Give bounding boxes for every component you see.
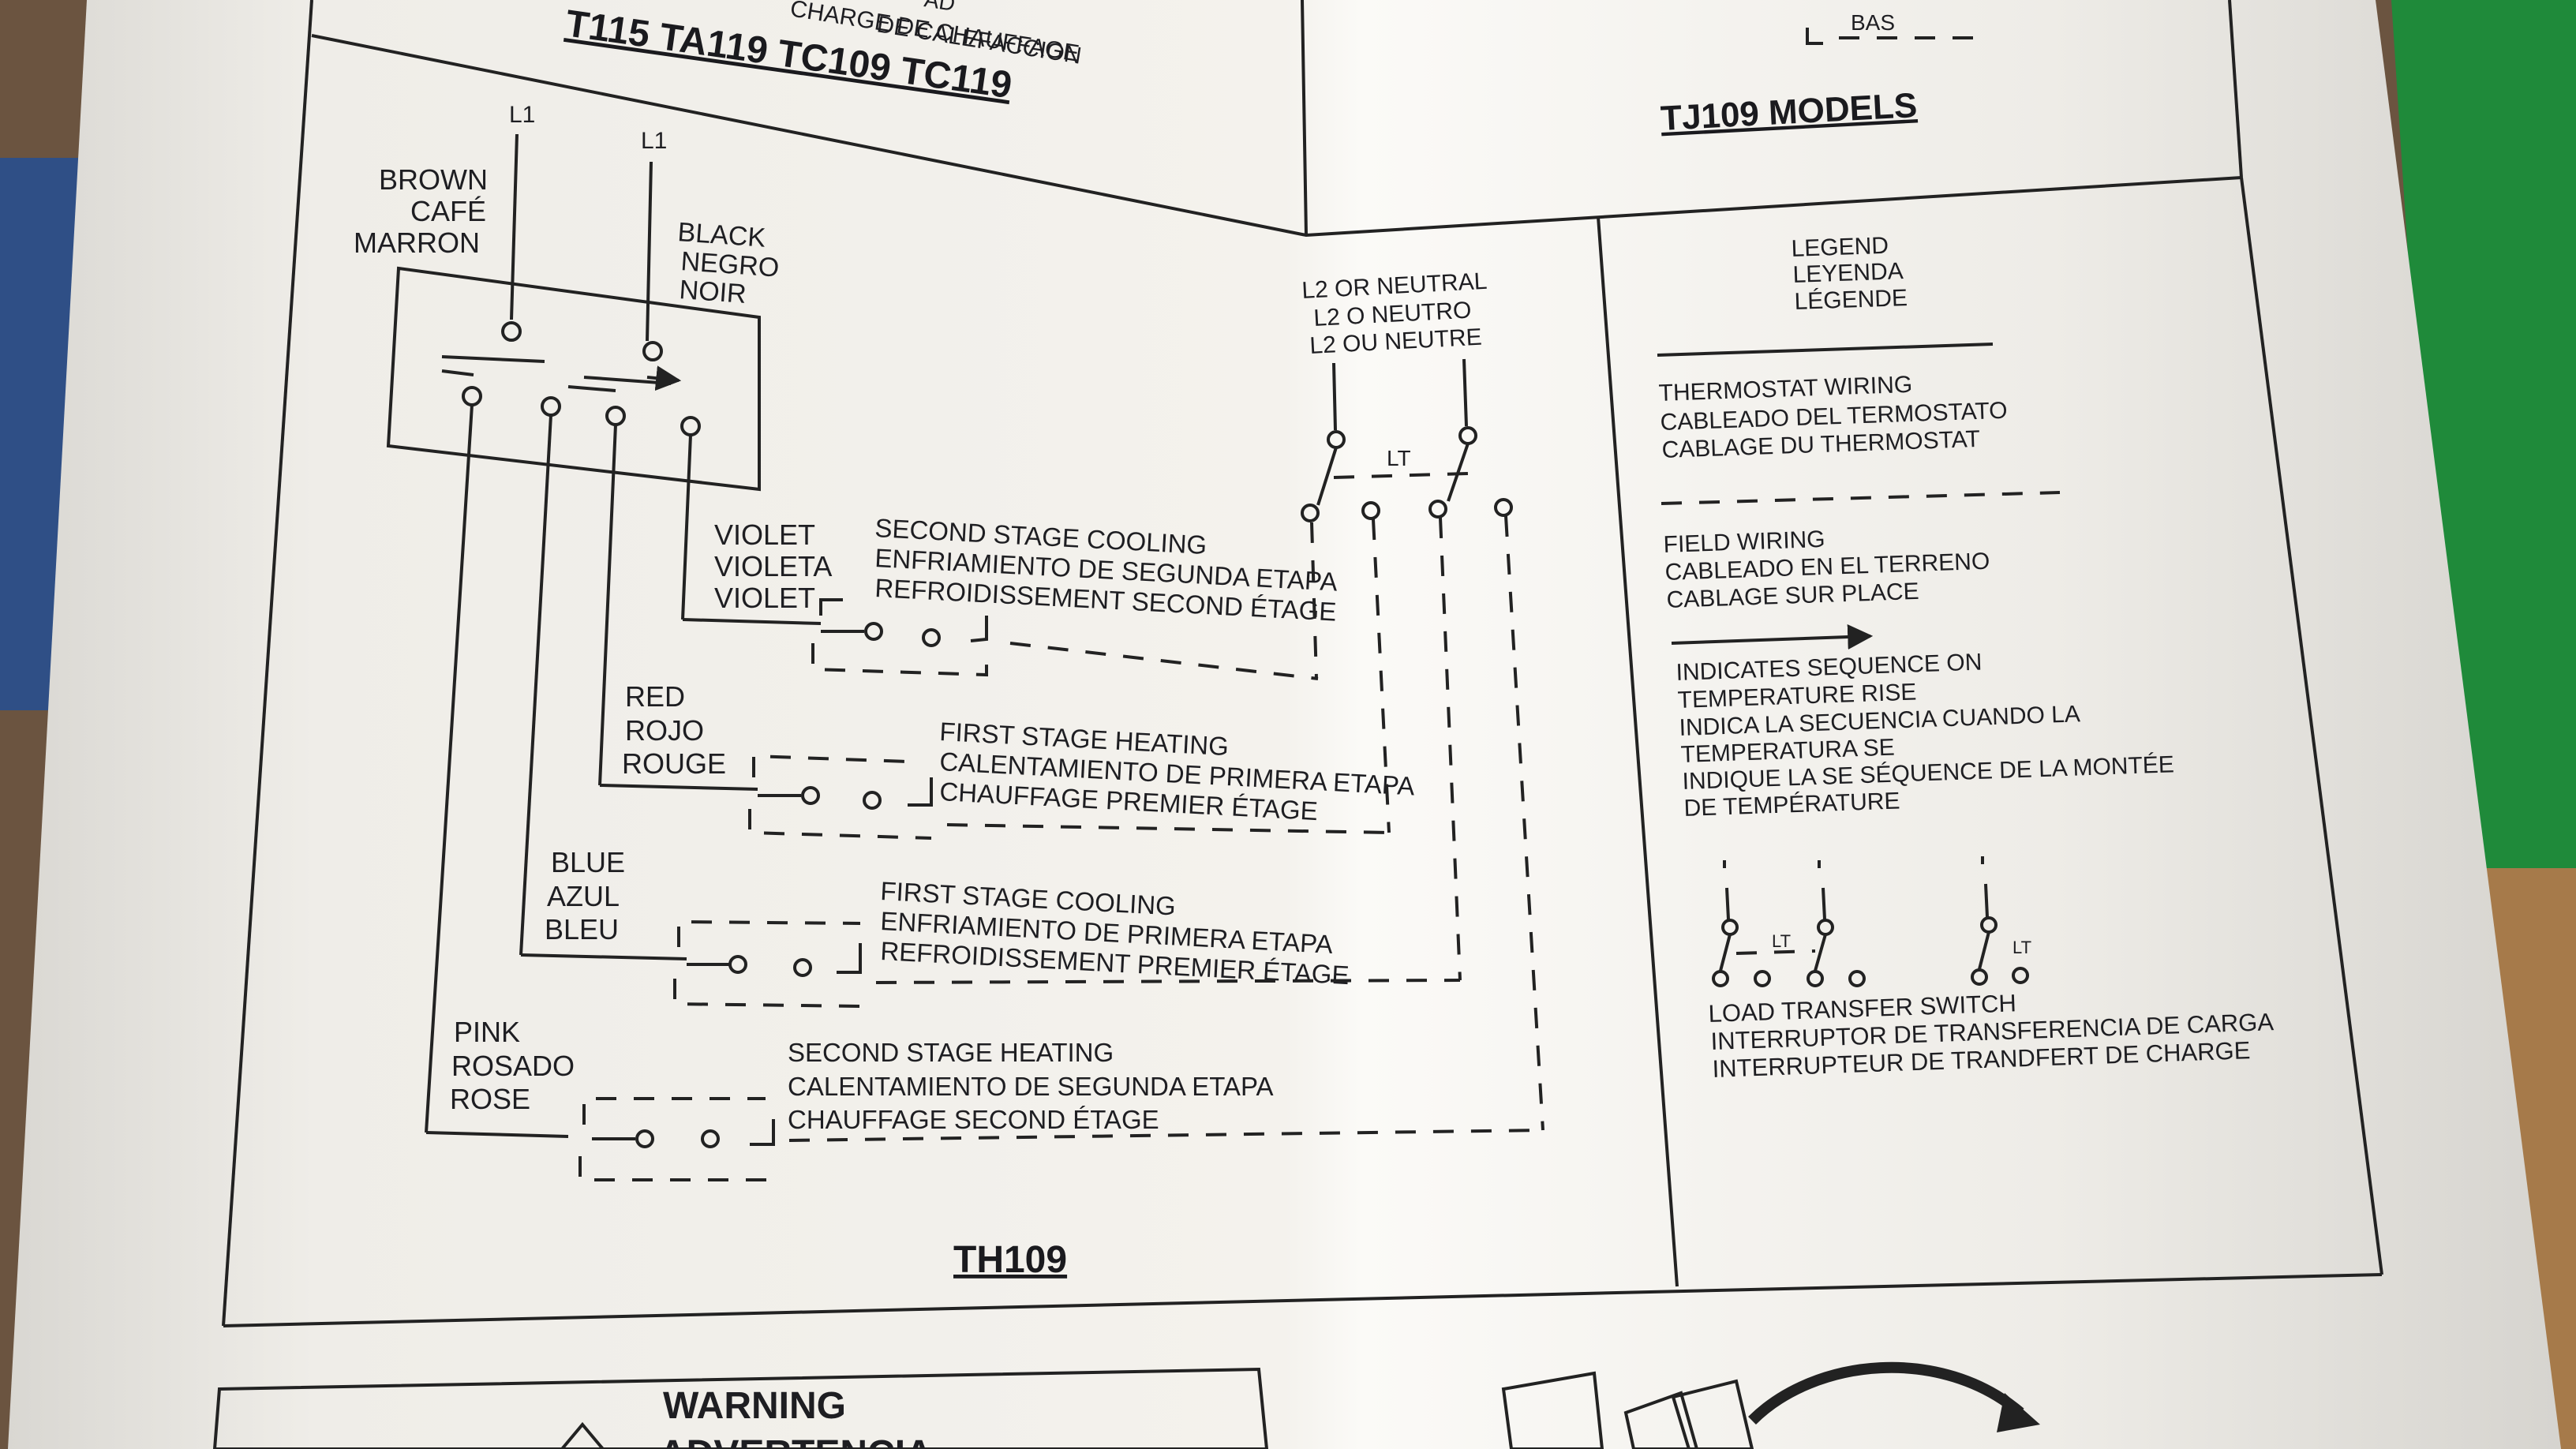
- svg-text:AD: AD: [923, 0, 957, 16]
- svg-text:PINK: PINK: [454, 1016, 520, 1048]
- second-stage-heating-label: SECOND STAGE HEATING CALENTAMIENTO DE SE…: [788, 1038, 1274, 1134]
- lt-switch: LT: [1301, 358, 1513, 522]
- pink-stage-switch: [425, 1097, 1544, 1181]
- legend-lt-symbol: LT LT: [1712, 856, 2031, 987]
- wire-red: [598, 424, 617, 786]
- svg-text:BLEU: BLEU: [545, 913, 619, 945]
- field-wiring-verticals: [1310, 515, 1544, 1131]
- svg-text:FIELD WIRING: FIELD WIRING: [1663, 526, 1825, 558]
- red-stage-switch: [599, 754, 1390, 840]
- green-card: [2391, 0, 2576, 971]
- blue-wire-label: BLUE AZUL BLEU: [545, 846, 625, 945]
- svg-text:ROSE: ROSE: [450, 1083, 530, 1115]
- svg-text:CALENTAMIENTO DE SEGUNDA ETAPA: CALENTAMIENTO DE SEGUNDA ETAPA: [788, 1072, 1274, 1101]
- svg-text:BLACK: BLACK: [676, 217, 766, 253]
- black-wire-label: BLACK NEGRO NOIR: [676, 217, 780, 309]
- l1-label-left: L1: [509, 102, 535, 128]
- legend-dashed-line: [1661, 491, 2061, 505]
- frame-divider-top: [1301, 0, 1308, 236]
- svg-text:NOIR: NOIR: [678, 275, 747, 309]
- legend-sequence: INDICATES SEQUENCE ON TEMPERATURE RISE I…: [1676, 649, 2174, 822]
- svg-text:ROSADO: ROSADO: [451, 1050, 575, 1082]
- svg-text:LÉGENDE: LÉGENDE: [1794, 285, 1908, 315]
- legend-solid-line: [1657, 343, 1994, 357]
- svg-text:LT: LT: [2012, 938, 2031, 957]
- wire-pink: [425, 404, 474, 1133]
- wire-violet: [681, 434, 692, 620]
- blue-stage-switch: [520, 919, 1461, 1008]
- right-fragment: BAS: [1851, 10, 1895, 35]
- svg-text:LT: LT: [1387, 446, 1411, 470]
- svg-text:BLUE: BLUE: [551, 846, 625, 878]
- legend-arrow: [1671, 624, 1874, 650]
- warning-fragment: ADVERTENCIA: [659, 1433, 933, 1449]
- l1-wire-left: [510, 133, 519, 320]
- svg-text:VIOLET: VIOLET: [714, 582, 815, 614]
- frame-left: [222, 0, 313, 1327]
- pink-wire-label: PINK ROSADO ROSE: [450, 1016, 575, 1115]
- svg-text:VIOLET: VIOLET: [714, 519, 815, 551]
- l1-wire-right: [646, 161, 653, 342]
- frame-header-line: [311, 34, 2242, 238]
- wood-edge: [2486, 868, 2576, 1449]
- brown-wire-label: BROWN CAFÉ MARRON: [354, 163, 488, 259]
- l2-neutral-label: L2 OR NEUTRAL L2 O NEUTRO L2 OU NEUTRE: [1301, 268, 1488, 359]
- right-fragment-bracket: [1806, 28, 1823, 45]
- svg-text:AZUL: AZUL: [547, 880, 620, 912]
- svg-text:VIOLETA: VIOLETA: [714, 550, 832, 582]
- svg-text:CAFÉ: CAFÉ: [410, 195, 486, 227]
- warning-title: WARNING: [663, 1385, 846, 1427]
- svg-text:LEGEND: LEGEND: [1791, 233, 1889, 262]
- svg-text:LT: LT: [1772, 931, 1791, 951]
- svg-text:RED: RED: [625, 680, 685, 713]
- wire-blue: [519, 414, 552, 956]
- warning-triangle-icon: [560, 1421, 605, 1449]
- warning-box: [212, 1367, 1269, 1449]
- svg-text:SECOND STAGE HEATING: SECOND STAGE HEATING: [788, 1038, 1114, 1067]
- first-stage-heating-label: FIRST STAGE HEATING CALENTAMIENTO DE PRI…: [939, 717, 1416, 826]
- header-top-fragment: AD: [923, 0, 957, 16]
- svg-text:ROUGE: ROUGE: [622, 747, 726, 780]
- svg-text:BROWN: BROWN: [379, 163, 488, 196]
- installation-illustration: [1501, 1361, 2040, 1449]
- frame-right-top: [2228, 0, 2243, 178]
- violet-wire-label: VIOLET VIOLETA VIOLET: [714, 519, 832, 614]
- svg-text:LEYENDA: LEYENDA: [1792, 258, 1904, 288]
- red-wire-label: RED ROJO ROUGE: [622, 680, 726, 780]
- legend-divider: [1597, 216, 1679, 1287]
- svg-text:NEGRO: NEGRO: [680, 246, 780, 283]
- paper-sheet: [8, 0, 2561, 1449]
- frame-right: [2240, 177, 2383, 1275]
- thermostat-box: [386, 266, 761, 492]
- frame-bottom: [223, 1273, 2383, 1327]
- violet-stage-switch: [682, 598, 1319, 680]
- th109-label: TH109: [953, 1239, 1067, 1281]
- l1-label-right: L1: [641, 128, 667, 154]
- svg-text:CHAUFFAGE SECOND ÉTAGE: CHAUFFAGE SECOND ÉTAGE: [788, 1105, 1159, 1134]
- svg-text:MARRON: MARRON: [354, 227, 480, 259]
- legend-title: LEGEND LEYENDA LÉGENDE: [1791, 233, 1908, 315]
- svg-text:ROJO: ROJO: [625, 714, 704, 747]
